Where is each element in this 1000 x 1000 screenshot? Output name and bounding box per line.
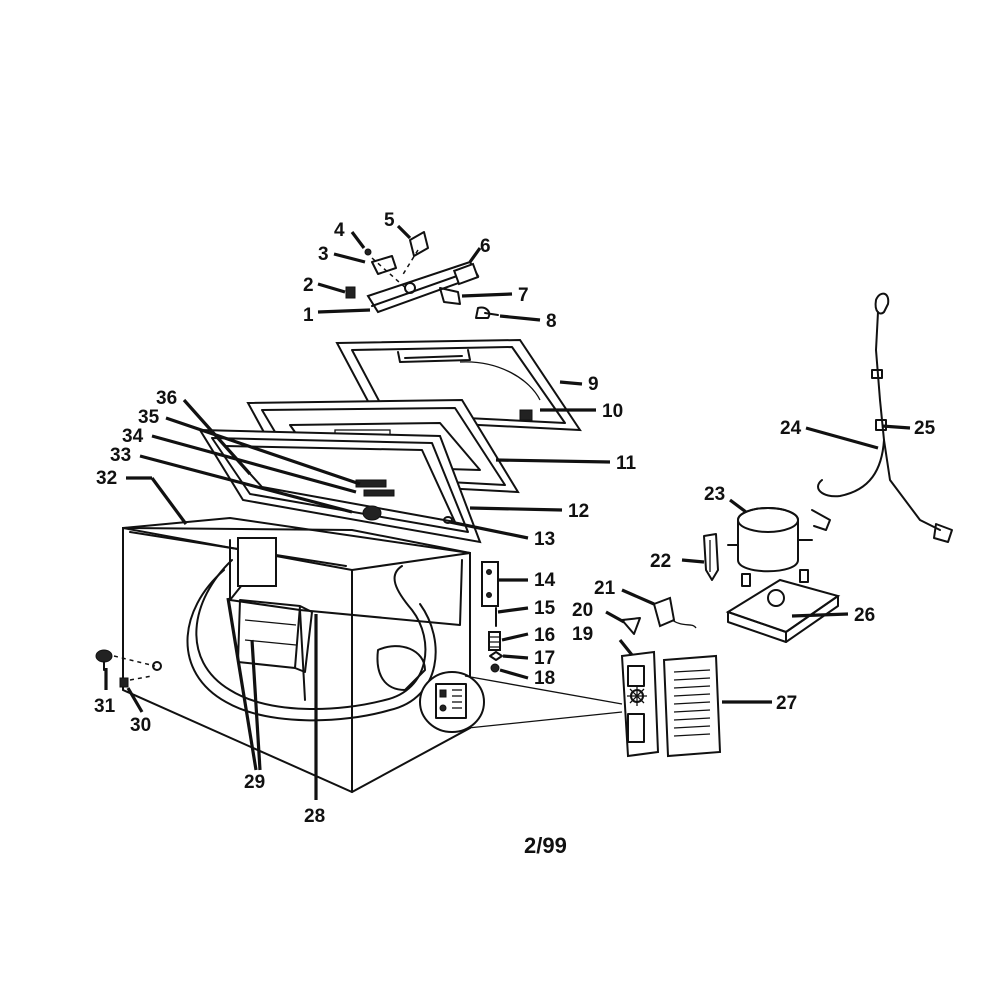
- callout-19: 19: [572, 624, 593, 645]
- callout-29: 29: [244, 772, 265, 793]
- leveling-leg: [95, 649, 162, 688]
- hinge-parts: [481, 561, 503, 673]
- callout-36: 36: [156, 388, 177, 409]
- callout-1: 1: [303, 305, 314, 326]
- leader-lines: [104, 224, 911, 800]
- callout-22: 22: [650, 551, 671, 572]
- callout-27: 27: [776, 693, 797, 714]
- callout-23: 23: [704, 484, 725, 505]
- callout-31: 31: [94, 696, 116, 717]
- callout-15: 15: [534, 598, 556, 619]
- callout-33: 33: [110, 445, 131, 466]
- callout-4: 4: [334, 220, 345, 241]
- callout-18: 18: [534, 668, 555, 689]
- handle-lock-parts: [345, 231, 499, 319]
- callout-34: 34: [122, 426, 144, 447]
- callout-12: 12: [568, 501, 589, 522]
- callout-26: 26: [854, 605, 875, 626]
- callout-13: 13: [534, 529, 555, 550]
- compressor-assembly: [703, 507, 841, 643]
- callout-16: 16: [534, 625, 555, 646]
- callout-2: 2: [303, 275, 314, 296]
- date-code: 2/99: [524, 833, 567, 858]
- callout-11: 11: [616, 453, 637, 474]
- callout-17: 17: [534, 648, 555, 669]
- callout-3: 3: [318, 244, 329, 265]
- lid-assembly: [198, 338, 582, 544]
- rear-grille: [662, 654, 722, 758]
- callout-28: 28: [304, 806, 325, 827]
- callout-9: 9: [588, 374, 599, 395]
- callout-8: 8: [546, 311, 557, 332]
- callout-5: 5: [384, 210, 395, 231]
- callout-35: 35: [138, 407, 160, 428]
- callout-32: 32: [96, 468, 117, 489]
- control-parts: [620, 596, 697, 758]
- callout-7: 7: [518, 285, 529, 306]
- freezer-cabinet: [122, 517, 623, 794]
- callout-20: 20: [572, 600, 593, 621]
- callout-25: 25: [914, 418, 936, 439]
- callout-14: 14: [534, 570, 556, 591]
- callout-30: 30: [130, 715, 151, 736]
- callout-24: 24: [780, 418, 802, 439]
- power-cord: [811, 292, 953, 543]
- callout-labels: 1 2 3 4 5 6 7 8 9 10 11 12 13 14 15 16 1…: [94, 210, 936, 858]
- callout-10: 10: [602, 401, 623, 422]
- callout-6: 6: [480, 236, 491, 257]
- callout-21: 21: [594, 578, 616, 599]
